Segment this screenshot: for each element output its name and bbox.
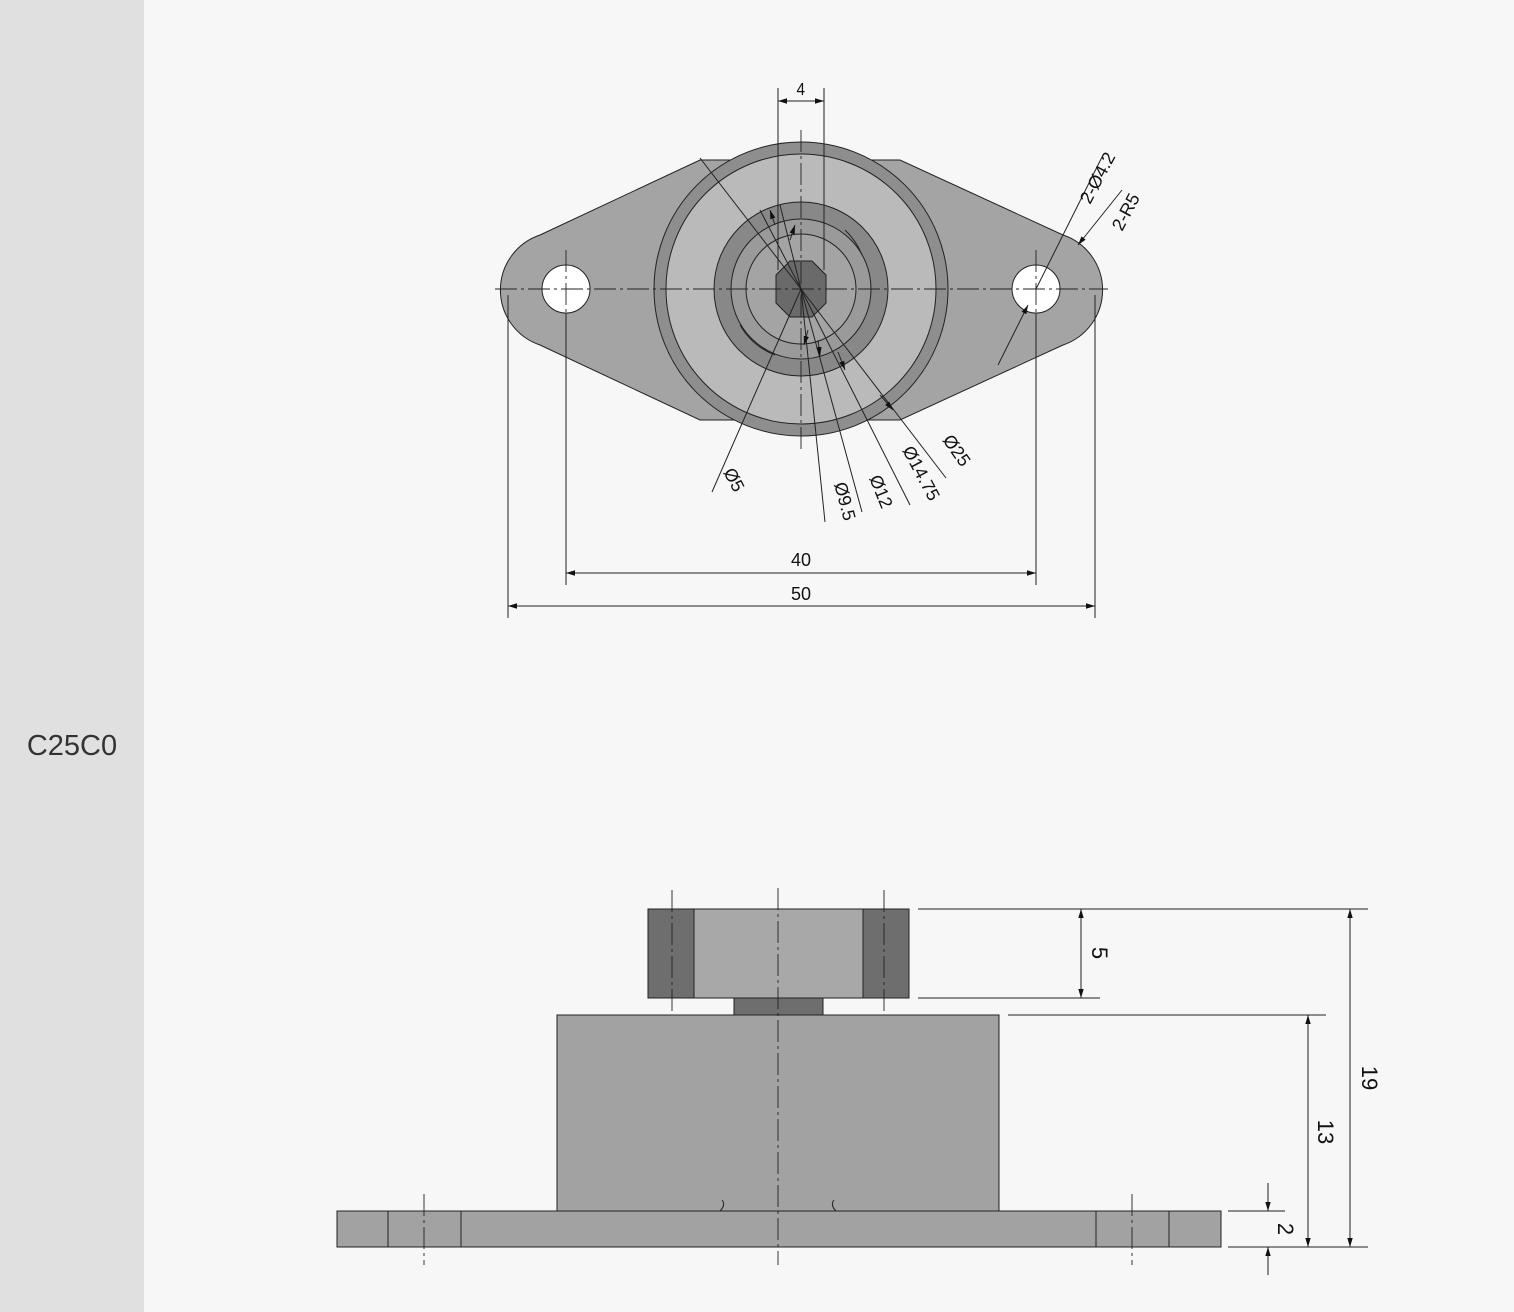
dim-d5: Ø5 [719, 464, 748, 495]
side-view [336, 888, 1368, 1275]
base-plate [336, 1210, 1222, 1248]
top-cap-right-dark [862, 908, 910, 999]
dim-hole-spacing: 40 [791, 550, 811, 570]
top-cap-left-dark [647, 908, 695, 999]
dim-top-height: 5 [1087, 947, 1112, 959]
dim-width-4: 4 [796, 79, 805, 99]
dim-hole-dia: 2-Ø4.2 [1076, 149, 1119, 207]
dim-d12: Ø12 [865, 472, 896, 511]
dim-base-height: 2 [1273, 1223, 1298, 1235]
dim-overall-length: 50 [791, 584, 811, 604]
dim-body-height: 13 [1313, 1120, 1338, 1144]
dim-radius: 2-R5 [1108, 190, 1144, 234]
top-view [495, 88, 1123, 618]
dim-d25: Ø25 [939, 431, 975, 470]
neck [733, 997, 824, 1016]
sidebar: C25C0 [0, 0, 144, 1312]
dim-total-height: 19 [1357, 1066, 1382, 1090]
model-label: C25C0 [26, 730, 118, 762]
side-view-labels: 5 13 19 2 [1087, 947, 1382, 1235]
